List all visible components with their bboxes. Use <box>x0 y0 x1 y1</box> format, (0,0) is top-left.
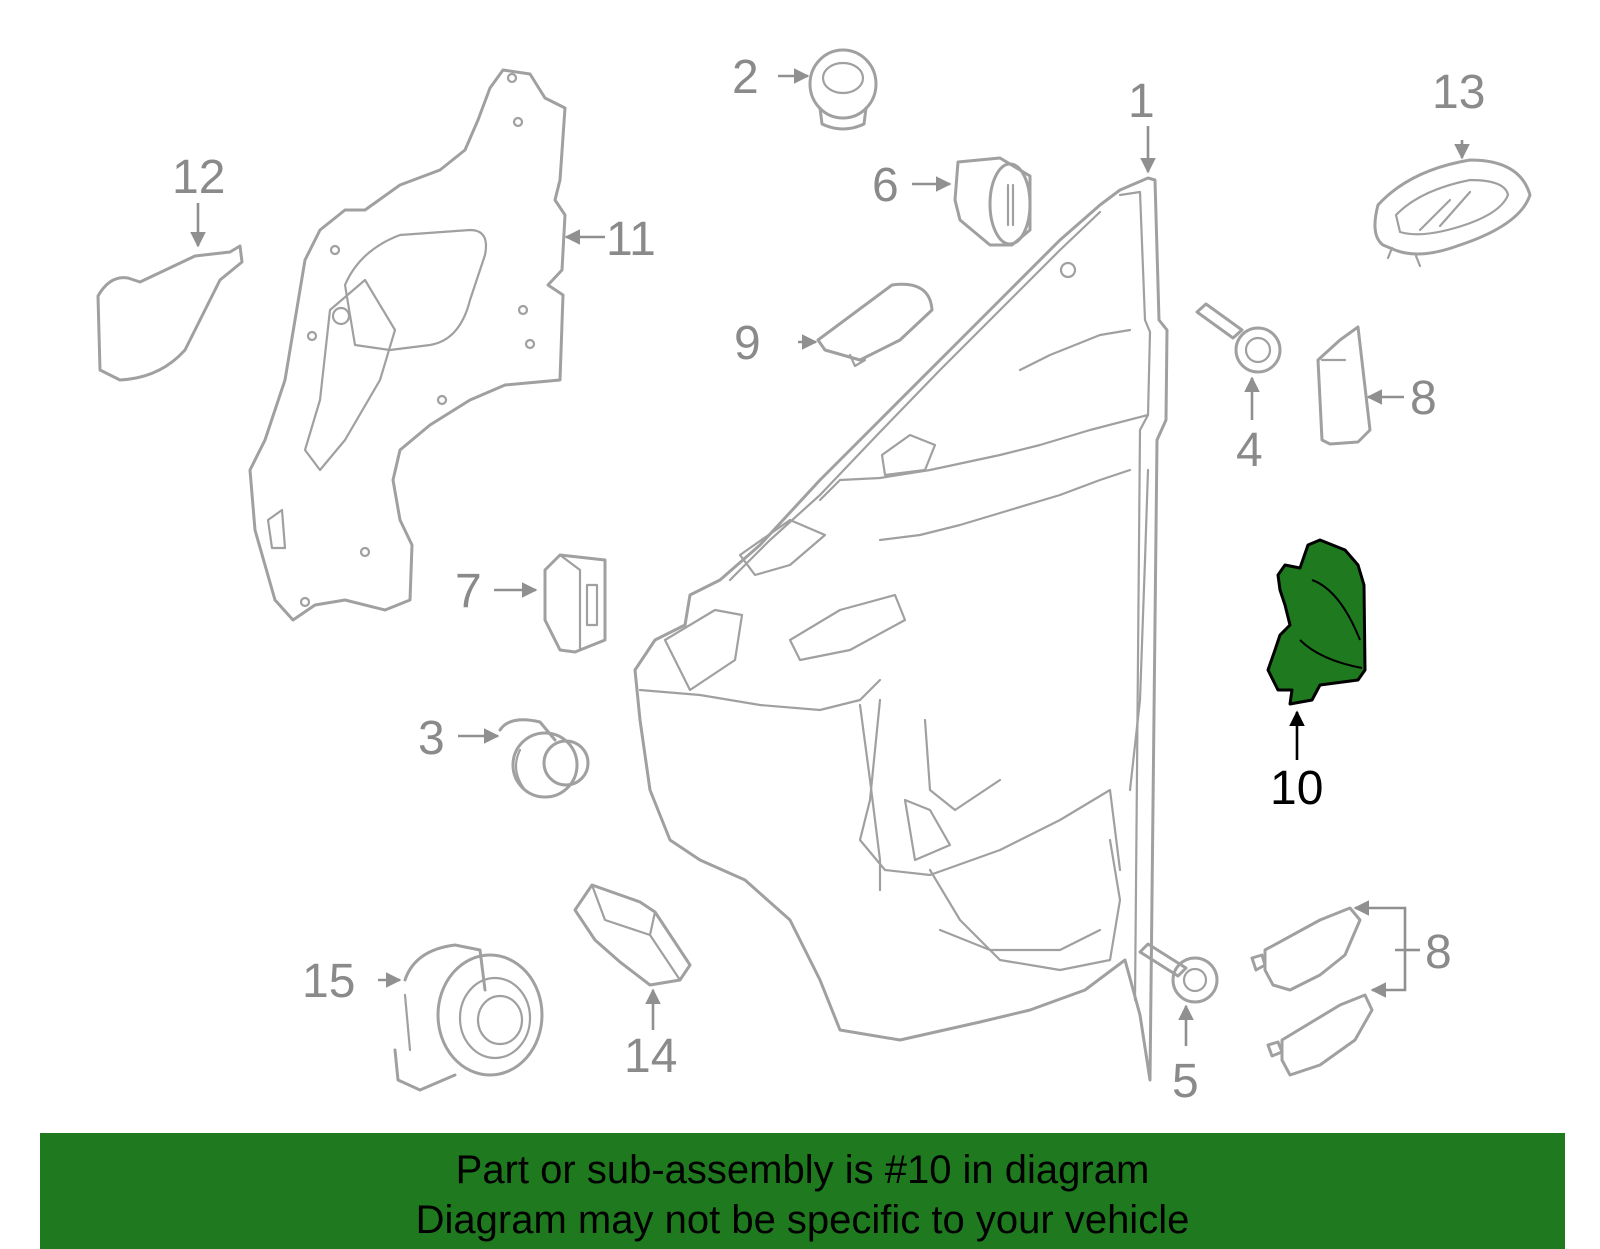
callout-14: 14 <box>624 1030 677 1083</box>
part-4-bolt <box>1195 302 1282 374</box>
part-8-covers-lower <box>1250 906 1374 1077</box>
parts-diagram: 1 2 3 4 5 6 7 8 8 9 10 11 12 13 14 15 <box>96 48 1532 1108</box>
part-15-speaker <box>393 943 544 1092</box>
part-14-bracket <box>573 883 692 987</box>
callout-9: 9 <box>734 317 761 370</box>
info-banner: Part or sub-assembly is #10 in diagram D… <box>40 1133 1565 1249</box>
callout-12: 12 <box>172 151 225 204</box>
callout-3: 3 <box>418 712 445 765</box>
callout-8-lower: 8 <box>1425 926 1452 979</box>
part-6-clip <box>953 156 1032 247</box>
callout-13: 13 <box>1432 66 1485 119</box>
callout-2: 2 <box>732 51 759 104</box>
callout-10: 10 <box>1270 762 1323 815</box>
callout-5: 5 <box>1172 1055 1199 1108</box>
part-11-inner-panel <box>248 68 567 622</box>
callout-6: 6 <box>872 159 899 212</box>
callout-7: 7 <box>455 565 482 618</box>
callout-11: 11 <box>606 213 656 266</box>
banner-line-2: Diagram may not be specific to your vehi… <box>415 1198 1190 1242</box>
callout-1: 1 <box>1128 75 1155 128</box>
banner-line-1: Part or sub-assembly is #10 in diagram <box>455 1148 1150 1192</box>
part-3-push-pin <box>498 718 590 799</box>
part-8-cover-upper <box>1316 325 1372 446</box>
leader-arrows <box>190 68 1470 1046</box>
part-9-handle-cover <box>816 282 934 368</box>
callout-8-upper: 8 <box>1410 372 1437 425</box>
part-5-screw <box>1138 942 1219 1004</box>
callout-4: 4 <box>1236 424 1263 477</box>
part-10-bracket-highlighted <box>1266 538 1367 706</box>
part-13-handle-bezel <box>1373 158 1532 268</box>
part-7-clip <box>543 553 607 654</box>
part-1-door-trim-panel <box>633 176 1169 1082</box>
part-12-trim-piece <box>96 244 244 382</box>
callout-15: 15 <box>302 955 355 1008</box>
part-2-grommet <box>808 48 878 131</box>
